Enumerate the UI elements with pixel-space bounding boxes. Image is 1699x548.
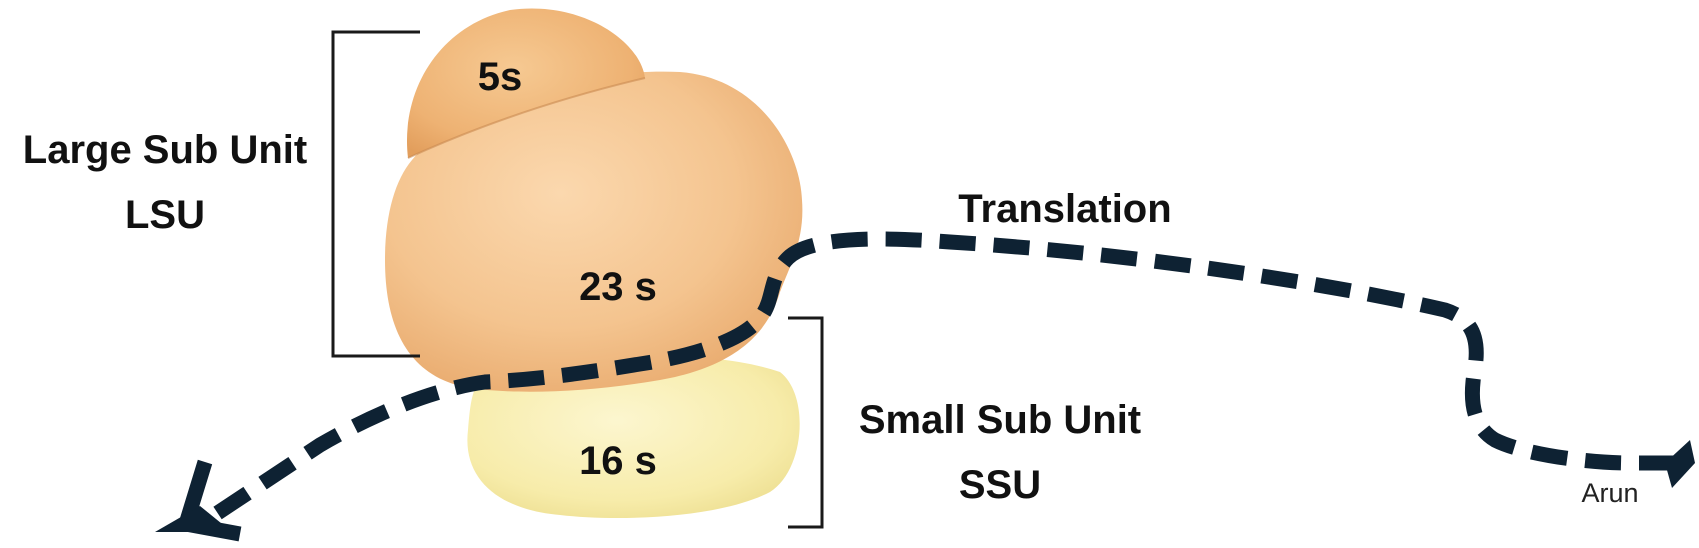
16s-label: 16 s	[579, 439, 657, 483]
small-subunit-shape	[467, 355, 800, 519]
ssu-bracket	[788, 316, 824, 529]
lsu-label-line1: Large Sub Unit	[23, 128, 307, 172]
large-subunit-shape	[385, 71, 803, 392]
ssu-label-line2: SSU	[959, 463, 1041, 507]
lsu-label-line2: LSU	[125, 193, 205, 237]
5s-cap-seam	[407, 77, 646, 159]
author-signature: Arun	[1581, 478, 1638, 508]
5s-cap-shape	[406, 8, 645, 158]
translation-label: Translation	[958, 187, 1171, 231]
lsu-bracket	[331, 30, 420, 358]
ssu-label-line1: Small Sub Unit	[859, 398, 1141, 442]
5s-label: 5s	[478, 55, 523, 99]
mrna-arrowhead-fill	[155, 506, 232, 532]
23s-label: 23 s	[579, 265, 657, 309]
mrna-diamond-end	[1665, 440, 1695, 488]
mrna-strand	[205, 231, 1675, 525]
